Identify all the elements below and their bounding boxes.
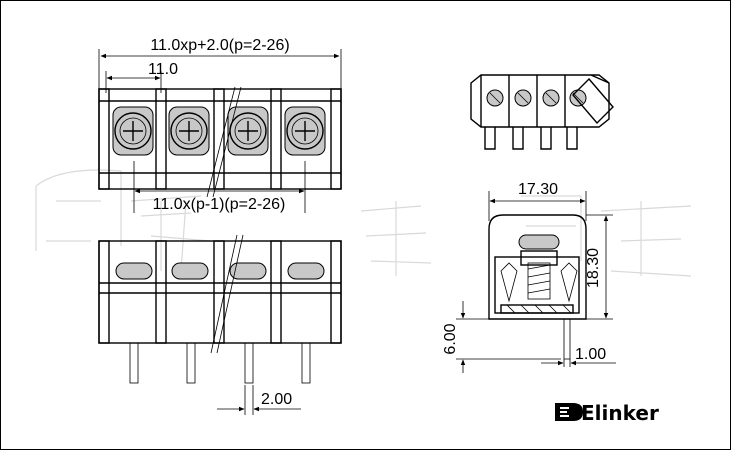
front-view: 2.00 xyxy=(98,234,342,415)
watermark xyxy=(35,169,692,277)
width-label: 17.30 xyxy=(518,181,558,198)
inner-length-label: 11.0x(p-1)(p=2-26) xyxy=(153,196,286,213)
pin-width-label: 1.00 xyxy=(575,346,606,363)
top-view: 11.0xp+2.0(p=2-26) 11.0 xyxy=(98,37,342,213)
height-label: 18.30 xyxy=(585,248,602,288)
barriers xyxy=(98,88,342,190)
side-view: 17.30 18.30 6.00 1.00 xyxy=(442,181,616,373)
pin-spacing-label: 2.00 xyxy=(261,391,292,408)
pin-length-label: 6.00 xyxy=(442,323,459,354)
overall-length-label: 11.0xp+2.0(p=2-26) xyxy=(150,37,289,54)
brand-logo: Elinker xyxy=(555,401,659,425)
iso-view xyxy=(470,74,614,150)
logo-mark-icon xyxy=(555,403,583,421)
brand-name: Elinker xyxy=(581,401,659,425)
pitch-label: 11.0 xyxy=(148,61,178,78)
screw-heads xyxy=(112,106,326,156)
